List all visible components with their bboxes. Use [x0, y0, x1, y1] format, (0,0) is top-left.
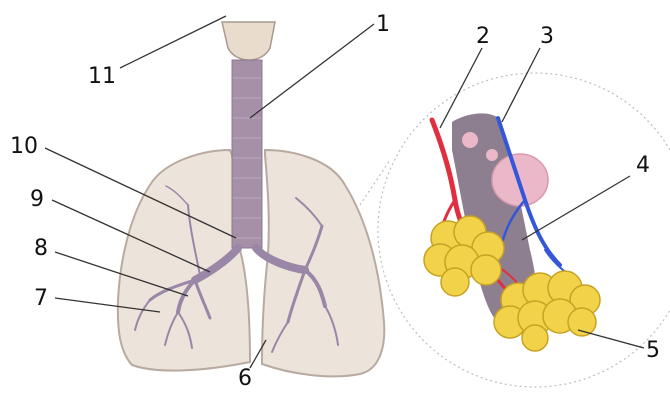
leader-3 [502, 48, 540, 122]
label-3: 3 [540, 26, 554, 48]
alveoli-inset [424, 113, 600, 351]
leader-5 [578, 330, 644, 348]
label-5: 5 [646, 340, 660, 362]
label-4: 4 [636, 155, 650, 177]
label-11: 11 [88, 66, 116, 88]
larynx [222, 22, 275, 60]
label-9: 9 [30, 189, 44, 211]
label-1: 1 [376, 14, 390, 36]
label-2: 2 [476, 26, 490, 48]
label-7: 7 [34, 288, 48, 310]
trachea [232, 60, 262, 248]
leader-11 [120, 16, 226, 68]
label-6: 6 [238, 368, 252, 390]
label-8: 8 [34, 238, 48, 260]
label-10: 10 [10, 136, 38, 158]
